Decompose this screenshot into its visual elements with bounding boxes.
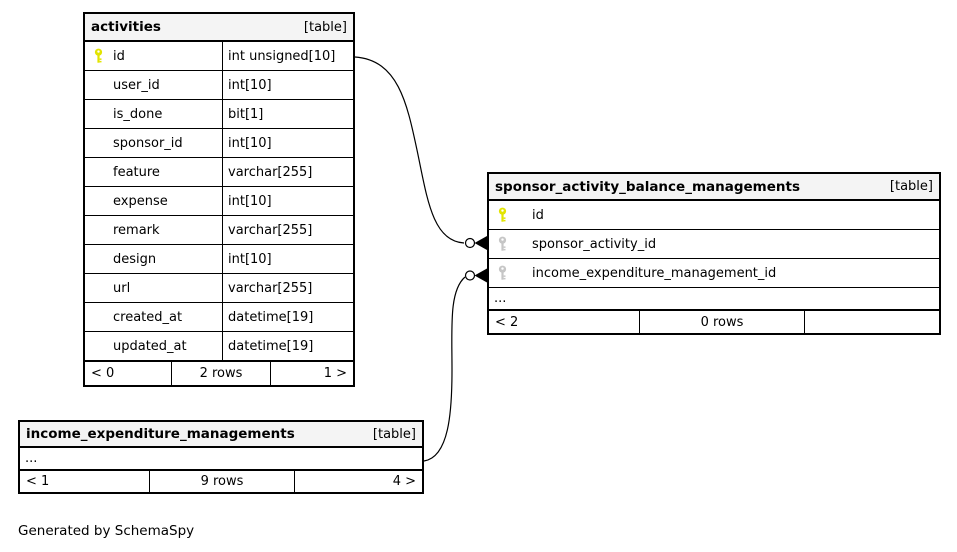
table-sabm-header[interactable]: sponsor_activity_balance_managements [ta…	[489, 174, 939, 201]
column-type: bit[1]	[222, 100, 353, 128]
table-activities-header[interactable]: activities [table]	[85, 14, 353, 42]
zero-or-one-dot	[464, 270, 476, 281]
primary-key-icon	[93, 48, 104, 64]
column-name: updated_at	[113, 338, 187, 354]
column-type: varchar[255]	[222, 158, 353, 186]
table-title[interactable]: activities	[91, 19, 161, 35]
column-name: url	[113, 280, 131, 296]
footer-prev-count[interactable]: < 0	[91, 366, 115, 381]
column-row-expense: expense int[10]	[85, 186, 353, 215]
table-sabm-footer: < 2 0 rows	[489, 309, 939, 333]
column-name-cell: created_at	[85, 303, 222, 331]
table-sabm-columns: id sponsor_activity_id	[489, 201, 939, 287]
edge-activities-to-balance	[354, 56, 465, 244]
column-type: int[10]	[222, 187, 353, 215]
column-row-is-done: is_done bit[1]	[85, 99, 353, 128]
table-activities-footer: < 0 2 rows 1 >	[85, 360, 353, 385]
table-type-tag: [table]	[303, 19, 347, 35]
crow-foot-arrow	[474, 268, 487, 283]
hidden-columns-ellipsis: ...	[25, 451, 38, 466]
table-income-expenditure-managements[interactable]: income_expenditure_managements [table] .…	[18, 420, 424, 494]
footer-prev-count[interactable]: < 2	[495, 314, 519, 330]
column-row-income-expenditure-management-id: income_expenditure_management_id	[489, 258, 939, 287]
table-activities-columns: id int unsigned[10] user_id int[10] is_d…	[85, 42, 353, 360]
footer-row-count: 9 rows	[149, 471, 295, 492]
column-type: varchar[255]	[222, 274, 353, 302]
column-name: expense	[113, 193, 168, 209]
column-row-sponsor-id: sponsor_id int[10]	[85, 128, 353, 157]
schemaspy-credit: Generated by SchemaSpy	[18, 523, 195, 539]
column-name: created_at	[113, 309, 183, 325]
column-type: int[10]	[222, 129, 353, 157]
column-name: sponsor_activity_id	[532, 236, 657, 252]
column-name: id	[532, 207, 544, 223]
column-name: id	[113, 48, 125, 64]
table-title[interactable]: income_expenditure_managements	[26, 426, 295, 442]
table-type-tag: [table]	[889, 179, 933, 194]
column-type: datetime[19]	[222, 303, 353, 331]
column-name: remark	[113, 222, 160, 238]
table-sponsor-activity-balance-managements[interactable]: sponsor_activity_balance_managements [ta…	[487, 172, 941, 335]
column-row-sponsor-activity-id: sponsor_activity_id	[489, 229, 939, 258]
column-type: int[10]	[222, 245, 353, 273]
column-name-cell: sponsor_id	[85, 129, 222, 157]
column-name-cell: url	[85, 274, 222, 302]
footer-row-count: 0 rows	[639, 311, 805, 333]
column-row-design: design int[10]	[85, 244, 353, 273]
footer-row-count: 2 rows	[171, 362, 271, 385]
column-row-created-at: created_at datetime[19]	[85, 302, 353, 331]
column-name: feature	[113, 164, 160, 180]
zero-or-one-dot	[464, 237, 476, 249]
column-type: varchar[255]	[222, 216, 353, 244]
edge-income-to-balance	[423, 276, 466, 462]
table-title[interactable]: sponsor_activity_balance_managements	[495, 178, 800, 195]
column-name: is_done	[113, 106, 163, 122]
column-name: user_id	[113, 77, 160, 93]
column-name-cell: feature	[85, 158, 222, 186]
column-row-remark: remark varchar[255]	[85, 215, 353, 244]
crow-foot-arrow	[474, 236, 487, 250]
table-type-tag: [table]	[372, 426, 416, 442]
primary-key-icon	[497, 207, 508, 223]
table-activities[interactable]: activities [table] id	[83, 12, 355, 387]
column-row-url: url varchar[255]	[85, 273, 353, 302]
footer-next-count	[805, 311, 939, 333]
column-row-user-id: user_id int[10]	[85, 70, 353, 99]
column-name: sponsor_id	[113, 135, 183, 151]
column-row-id: id	[489, 201, 939, 229]
column-name-cell: sponsor_activity_id	[489, 230, 939, 258]
column-name: income_expenditure_management_id	[532, 265, 777, 281]
column-name-cell: is_done	[85, 100, 222, 128]
column-type: datetime[19]	[222, 332, 353, 360]
foreign-key-icon	[497, 236, 508, 252]
footer-next-count[interactable]: 4 >	[392, 474, 416, 489]
column-name-cell: id	[85, 42, 222, 70]
column-name: design	[113, 251, 157, 267]
column-name-cell: income_expenditure_management_id	[489, 259, 939, 287]
column-type: int unsigned[10]	[222, 42, 353, 70]
hidden-columns-ellipsis: ...	[489, 287, 939, 309]
column-name-cell: remark	[85, 216, 222, 244]
column-type: int[10]	[222, 71, 353, 99]
foreign-key-icon	[497, 265, 508, 281]
table-iem-header[interactable]: income_expenditure_managements [table]	[20, 422, 422, 448]
footer-next-count[interactable]: 1 >	[323, 366, 347, 381]
column-name-cell: user_id	[85, 71, 222, 99]
column-row-feature: feature varchar[255]	[85, 157, 353, 186]
column-name-cell: updated_at	[85, 332, 222, 360]
table-iem-footer: < 1 9 rows 4 >	[20, 469, 422, 492]
column-name-cell: expense	[85, 187, 222, 215]
column-name-cell: design	[85, 245, 222, 273]
column-row-id: id int unsigned[10]	[85, 42, 353, 70]
column-row-updated-at: updated_at datetime[19]	[85, 331, 353, 360]
footer-prev-count[interactable]: < 1	[26, 474, 50, 489]
column-name-cell: id	[489, 201, 939, 229]
